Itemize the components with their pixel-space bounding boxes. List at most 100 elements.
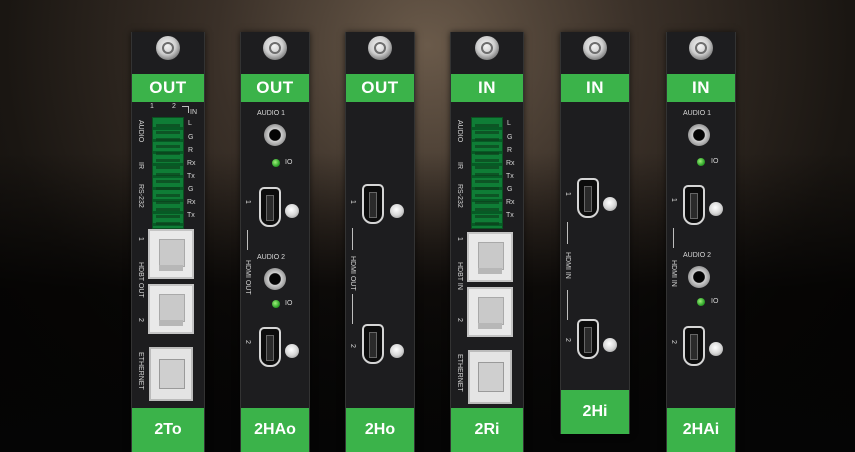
audio2-label: AUDIO 2	[683, 252, 712, 259]
status-led-2	[603, 338, 617, 352]
pin-label: Rx	[506, 160, 515, 167]
status-led-1	[603, 197, 617, 211]
io-led-1	[272, 159, 280, 167]
pin-label: G	[188, 134, 194, 141]
port-number-1: 1	[456, 237, 463, 241]
pin-label: G	[188, 186, 194, 193]
card-header: IN	[561, 74, 629, 102]
io-label-1: IO	[285, 159, 293, 166]
model-label: 2Hi	[561, 390, 629, 434]
port-number-1: 1	[670, 198, 677, 202]
status-led-1	[709, 202, 723, 216]
model-label: 2HAi	[667, 408, 735, 452]
card-header: OUT	[132, 74, 204, 102]
model-label: 2Ri	[451, 408, 523, 452]
pin-label: R	[507, 147, 513, 154]
card-header: OUT	[241, 74, 309, 102]
hdbt-port-1[interactable]	[148, 229, 194, 279]
thumbscrew	[689, 36, 713, 60]
hdmi-label: HDMI IN	[670, 260, 677, 287]
hdmi-port-1[interactable]	[362, 184, 384, 224]
divider	[352, 294, 353, 324]
divider	[247, 230, 248, 250]
pin-label: Rx	[187, 199, 196, 206]
thumbscrew	[583, 36, 607, 60]
hdbt-label: HDBT IN	[456, 262, 463, 290]
ir-label: IR	[456, 162, 463, 169]
port-number-2: 2	[456, 318, 463, 322]
status-led-2	[390, 344, 404, 358]
audio1-label: AUDIO 1	[683, 110, 712, 117]
audio-jack-2[interactable]	[264, 268, 286, 290]
hdbt-port-2[interactable]	[148, 284, 194, 334]
hdmi-port-2[interactable]	[362, 324, 384, 364]
hdmi-port-2[interactable]	[259, 327, 281, 367]
hdbt-port-1[interactable]	[467, 232, 513, 282]
terminal-block[interactable]	[152, 117, 184, 229]
ethernet-label: ETHERNET	[137, 352, 144, 390]
audio-jack-1[interactable]	[688, 124, 710, 146]
hdbt-label: HDBT OUT	[137, 262, 144, 298]
divider	[352, 228, 353, 250]
hdmi-port-1[interactable]	[683, 185, 705, 225]
status-led-1	[285, 204, 299, 218]
card-header: IN	[451, 74, 523, 102]
in-label: IN	[190, 109, 197, 116]
port-number-2: 2	[564, 338, 571, 342]
ethernet-port[interactable]	[468, 350, 512, 404]
divider	[673, 228, 674, 248]
pin-label: G	[507, 134, 513, 141]
rs232-label: RS-232	[456, 184, 463, 208]
thumbscrew	[368, 36, 392, 60]
hdmi-port-2[interactable]	[577, 319, 599, 359]
card-2hao: OUT AUDIO 1 IO 1 AUDIO 2 HDMI OUT IO 2 2…	[240, 32, 310, 452]
io-led-1	[697, 158, 705, 166]
audio-label: AUDIO	[456, 120, 463, 143]
pin-label: G	[507, 186, 513, 193]
port-number-1: 1	[564, 192, 571, 196]
divider	[567, 290, 568, 320]
hdmi-label: HDMI IN	[564, 252, 571, 279]
audio-label: AUDIO	[137, 120, 144, 143]
port-number-1: 1	[244, 200, 251, 204]
pin-label: L	[188, 120, 192, 127]
io-led-2	[272, 300, 280, 308]
hdmi-label: HDMI OUT	[244, 260, 251, 295]
hdmi-port-1[interactable]	[577, 178, 599, 218]
port-number-2: 2	[137, 318, 144, 322]
pin-label: Rx	[187, 160, 196, 167]
column-label-1: 1	[150, 103, 154, 110]
card-2hi: IN 1 HDMI IN 2 2Hi	[560, 32, 630, 434]
audio-jack-1[interactable]	[264, 124, 286, 146]
pin-label: Rx	[506, 199, 515, 206]
port-number-2: 2	[244, 340, 251, 344]
card-header: OUT	[346, 74, 414, 102]
model-label: 2HAo	[241, 408, 309, 452]
card-header: IN	[667, 74, 735, 102]
pin-label: Tx	[506, 173, 514, 180]
audio-jack-2[interactable]	[688, 266, 710, 288]
model-label: 2Ho	[346, 408, 414, 452]
hdmi-port-1[interactable]	[259, 187, 281, 227]
pin-label: R	[188, 147, 194, 154]
ethernet-port[interactable]	[149, 347, 193, 401]
divider	[567, 222, 568, 244]
column-label-2: 2	[172, 103, 176, 110]
card-2to: OUT 1 2 IN AUDIO IR RS-232 L G R Rx Tx G…	[131, 32, 205, 452]
rs232-label: RS-232	[137, 184, 144, 208]
port-number-2: 2	[670, 340, 677, 344]
hdmi-port-2[interactable]	[683, 326, 705, 366]
status-led-2	[709, 342, 723, 356]
pin-label: Tx	[506, 212, 514, 219]
thumbscrew	[263, 36, 287, 60]
audio2-label: AUDIO 2	[257, 254, 286, 261]
hdbt-port-2[interactable]	[467, 287, 513, 337]
pin-label: Tx	[187, 173, 195, 180]
status-led-1	[390, 204, 404, 218]
io-label-2: IO	[711, 298, 719, 305]
audio1-label: AUDIO 1	[257, 110, 286, 117]
ethernet-label: ETHERNET	[456, 354, 463, 392]
terminal-block[interactable]	[471, 117, 503, 229]
in-bracket	[182, 106, 189, 113]
model-label: 2To	[132, 408, 204, 452]
